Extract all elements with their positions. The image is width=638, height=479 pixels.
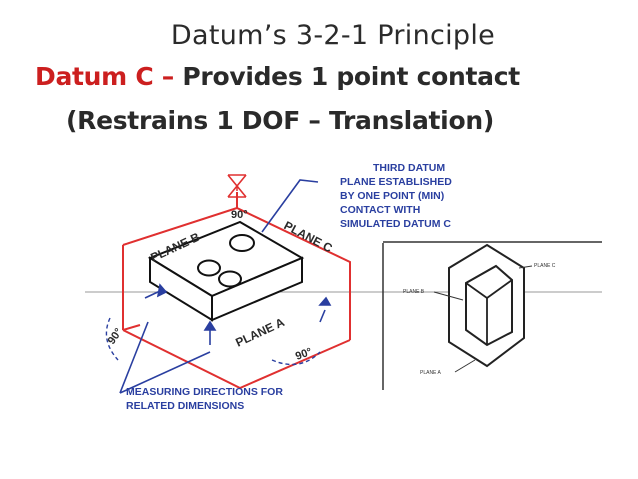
restrains-text: (Restrains 1 DOF – Translation) xyxy=(66,106,494,135)
orthographic-view: PLANE B PLANE C PLANE A xyxy=(382,241,602,390)
measuring-direction-arrows xyxy=(144,283,332,345)
callout-top-line-4: CONTACT WITH xyxy=(340,204,420,216)
callout-top-line-1: THIRD DATUM xyxy=(373,162,445,174)
plane-a-label: PLANE A xyxy=(233,315,287,350)
part-block xyxy=(147,220,305,322)
block-right-face xyxy=(211,256,303,322)
datum-c-description: Provides 1 point contact xyxy=(182,62,520,91)
slide-title-text: Datum’s 3-2-1 Principle xyxy=(170,20,496,51)
block-holes xyxy=(197,234,255,288)
callout-bottom-leader-2 xyxy=(119,321,149,394)
angle-arcs xyxy=(105,317,321,366)
datum-point-symbol xyxy=(227,174,247,198)
callout-top-line-5: SIMULATED DATUM C xyxy=(340,218,451,230)
plane-a-front-edge xyxy=(122,324,141,331)
callout-bottom-leader xyxy=(119,351,211,394)
plane-a-edges xyxy=(122,329,351,390)
datum-c-label: Datum C – xyxy=(35,62,174,91)
ortho-plane-a-label: PLANE A xyxy=(420,370,442,376)
callout-top: THIRD DATUM PLANE ESTABLISHED BY ONE POI… xyxy=(340,162,452,230)
ortho-plane-c-label: PLANE C xyxy=(534,263,556,269)
angle-right-label: 90° xyxy=(294,346,314,363)
angle-top-label: 90° xyxy=(231,209,248,221)
callout-bottom-line-2: RELATED DIMENSIONS xyxy=(126,400,244,412)
callout-top-leader xyxy=(261,179,319,233)
callout-bottom: MEASURING DIRECTIONS FOR RELATED DIMENSI… xyxy=(126,386,283,412)
ortho-plane-b-label: PLANE B xyxy=(403,289,425,295)
callout-top-line-3: BY ONE POINT (MIN) xyxy=(340,190,444,202)
slide-title: Datum’s 3-2-1 Principle xyxy=(0,20,638,51)
callout-top-line-2: PLANE ESTABLISHED xyxy=(340,176,452,188)
datum-c-heading: Datum C – Provides 1 point contact xyxy=(35,62,520,91)
callout-bottom-line-1: MEASURING DIRECTIONS FOR xyxy=(126,386,283,398)
